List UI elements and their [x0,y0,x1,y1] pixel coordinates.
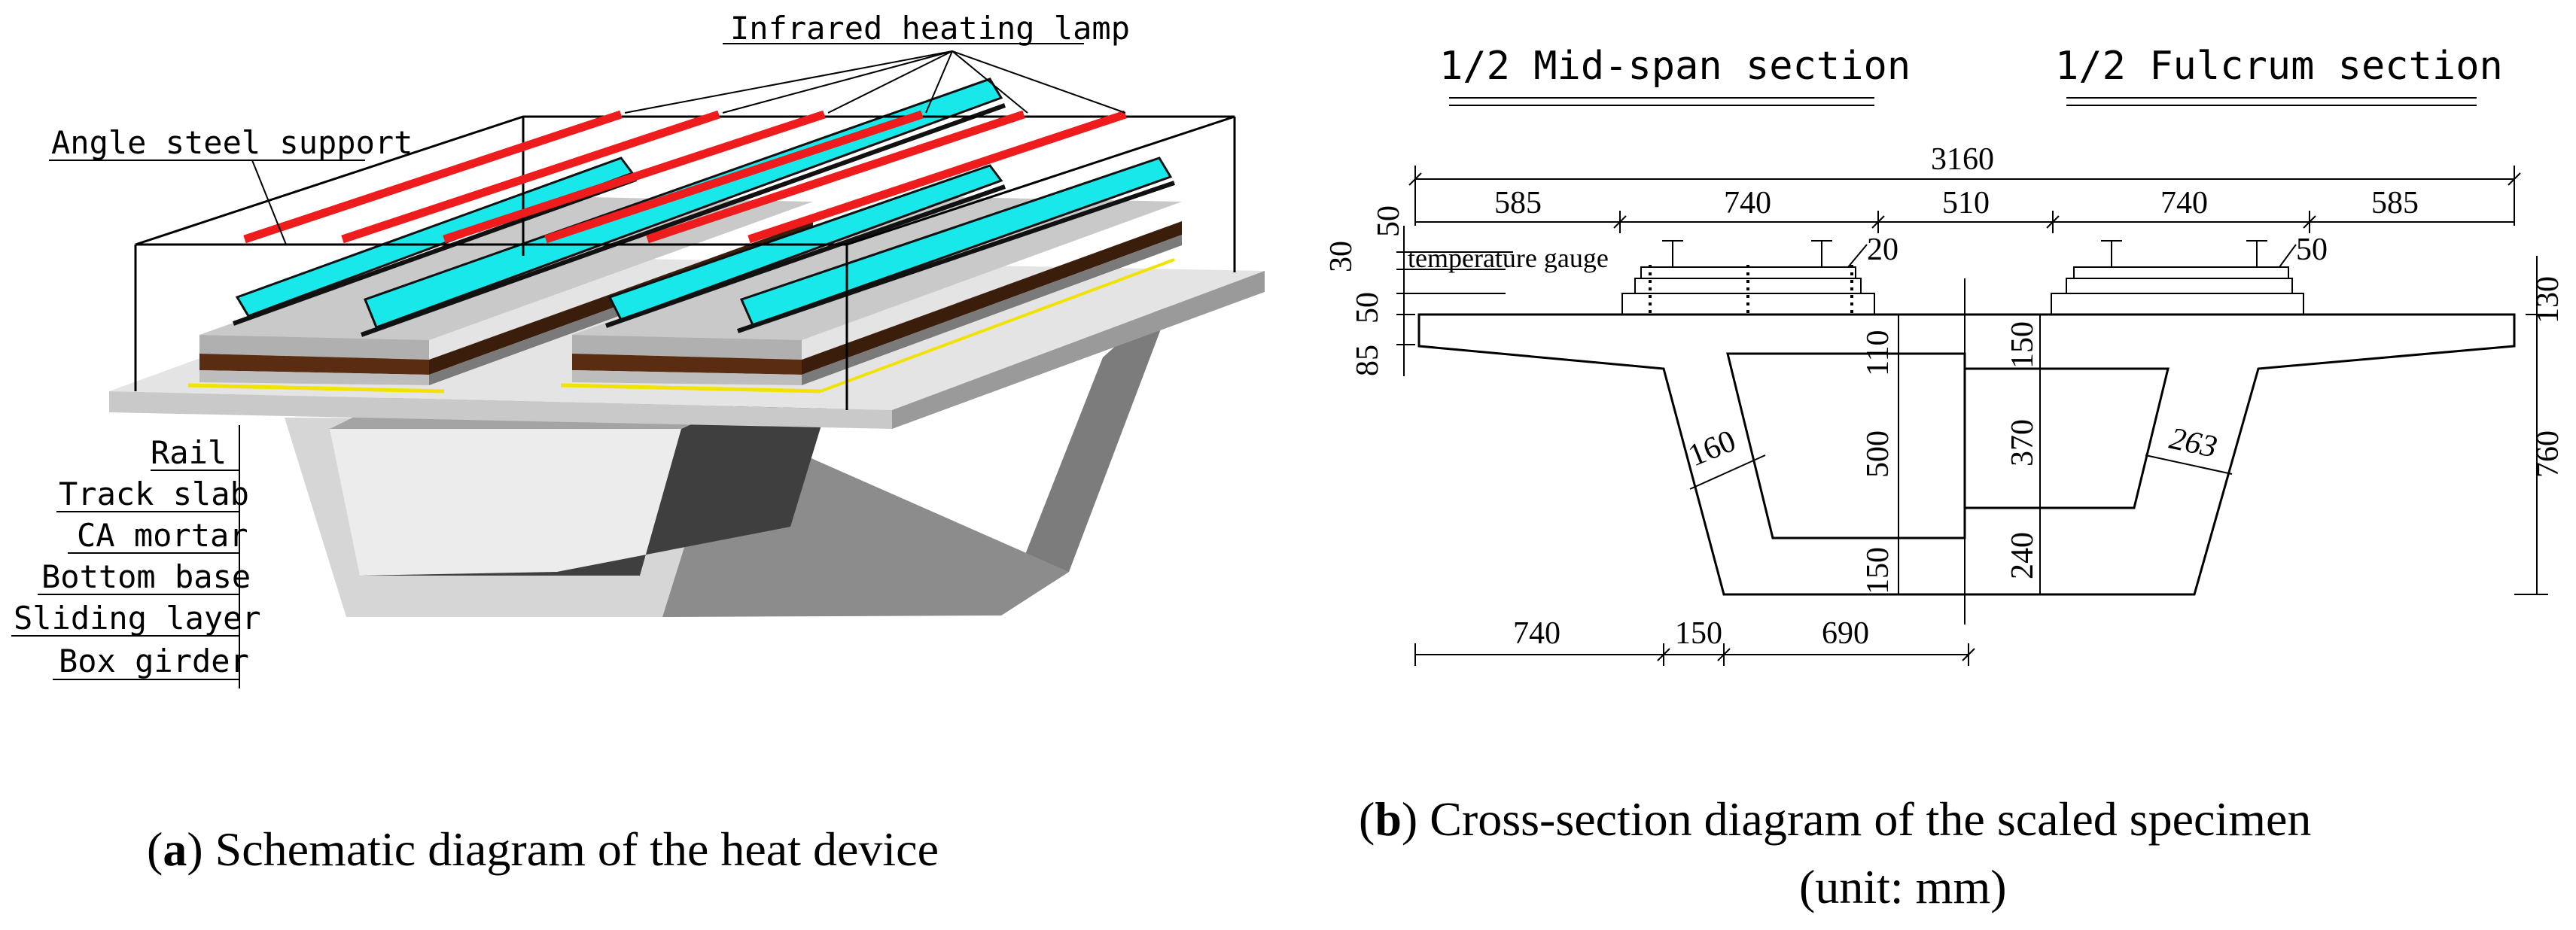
dim-left-50a: 50 [1372,205,1406,237]
infrared-lamps [243,110,1127,244]
lamp-6 [748,110,1127,244]
dim-mid-150: 150 [1861,547,1895,594]
rail-4 [739,157,1173,327]
ca-mortar-2 [572,354,802,375]
ca-mortar-1 [199,354,429,375]
cross-section-diagram: 1/2 Mid-span section 1/2 Fulcrum section… [1324,44,2565,913]
caption-b-letter: b [1375,792,1402,846]
lamp-3 [443,110,826,244]
rail-1-foot [232,177,638,326]
bottom-base-1-front [199,335,429,360]
temperature-gauge-label: temperature gauge [1408,243,1609,273]
lamp-2 [341,110,720,244]
caption-b-text: ) Cross-section diagram of the scaled sp… [1402,792,2312,846]
legend-ca-mortar: CA mortar [77,517,248,554]
mid-rails [1662,240,1832,267]
ful-mortar-layer [2066,278,2293,294]
title-mid-span: 1/2 Mid-span section [1439,44,1911,89]
sliding-layer-3 [820,258,1175,393]
title-fulcrum: 1/2 Fulcrum section [2055,44,2503,89]
rail-4-foot [737,181,1175,333]
legend-track-slab: Track slab [59,476,249,512]
caption-b-line2: (unit: mm) [1799,860,2007,913]
dim-right-760: 760 [2531,430,2565,478]
lamp-1 [243,110,623,244]
rail-2-foot [360,103,1006,337]
sliding-layer-1 [187,383,445,394]
lamp-5 [646,110,1025,244]
rail-3 [607,164,1003,321]
ful-base-layer [2051,293,2304,315]
lamp-4 [544,110,924,244]
dim-mid-500: 500 [1861,430,1895,478]
dim-bot-690: 690 [1822,616,1869,651]
legend-box-girder: Box girder [59,643,249,679]
ful-slab-layer [2073,266,2289,279]
dim-d50: 50 [2296,232,2328,267]
dim-top-2: 740 [1724,186,1771,220]
dim-ful-240: 240 [2005,532,2040,579]
track-slab-2 [572,370,802,385]
dim-bot-150: 150 [1675,616,1722,651]
dim-left-85: 85 [1350,345,1385,376]
infrared-lamp-label: Infrared heating lamp [730,10,1130,47]
temperature-gauge-dots [1649,265,1853,316]
box-girder-void-shadow [360,354,843,576]
girder-inner-ful [1963,367,2170,509]
dim-left-50b: 50 [1350,292,1385,324]
dim-top-4: 740 [2160,186,2208,220]
box-girder-void [330,429,681,576]
angle-steel-label: Angle steel support [51,124,413,161]
dim-total: 3160 [1931,142,1994,177]
caption-a-text: ) Schematic diagram of the heat device [187,822,939,876]
rail-1 [235,157,635,318]
box-girder-side [1001,293,1174,615]
sliding-layer-2 [560,383,821,394]
caption-a: (a) Schematic diagram of the heat device [147,822,939,876]
ca-mortar-2-side [802,221,1182,375]
dim-bot-740: 740 [1513,616,1561,651]
girder-outline [1417,313,2516,596]
heat-device-schematic: Infrared heating lamp Angle steel suppor… [11,10,1265,876]
deck-right-edge [892,271,1265,429]
dim-top-3: 510 [1942,186,1990,220]
angle-steel-frame [134,115,1236,410]
dim-top-1: 585 [1494,186,1542,220]
dim-ful-370: 370 [2005,419,2040,467]
caption-a-letter: a [163,822,187,876]
legend-sliding-layer: Sliding layer [14,600,261,637]
bottom-base-2-front [572,335,802,360]
dim-ful-150: 150 [2005,321,2040,369]
lamp-leaders [624,43,1126,114]
dim-right-130: 130 [2531,276,2565,324]
dim-web-160: 160 [1684,424,1741,473]
rail-3-foot [605,184,1006,328]
deck-front-edge [109,391,892,429]
girder-inner-mid [1726,352,1966,539]
track-slab-1 [199,370,429,385]
caption-b-line1: (b) Cross-section diagram of the scaled … [1359,792,2311,846]
ful-rails [2101,240,2267,267]
dim-mid-110: 110 [1861,330,1895,376]
layer-legend: Rail Track slab CA mortar Bottom base Sl… [11,425,261,688]
legend-rail: Rail [151,434,227,471]
dim-top-5: 585 [2371,186,2419,220]
dim-left-30: 30 [1324,241,1359,272]
dim-web-263: 263 [2166,421,2220,465]
legend-bottom-base: Bottom base [41,558,251,595]
track-slab-2-side [802,235,1182,385]
dim-d20: 20 [1867,232,1899,267]
